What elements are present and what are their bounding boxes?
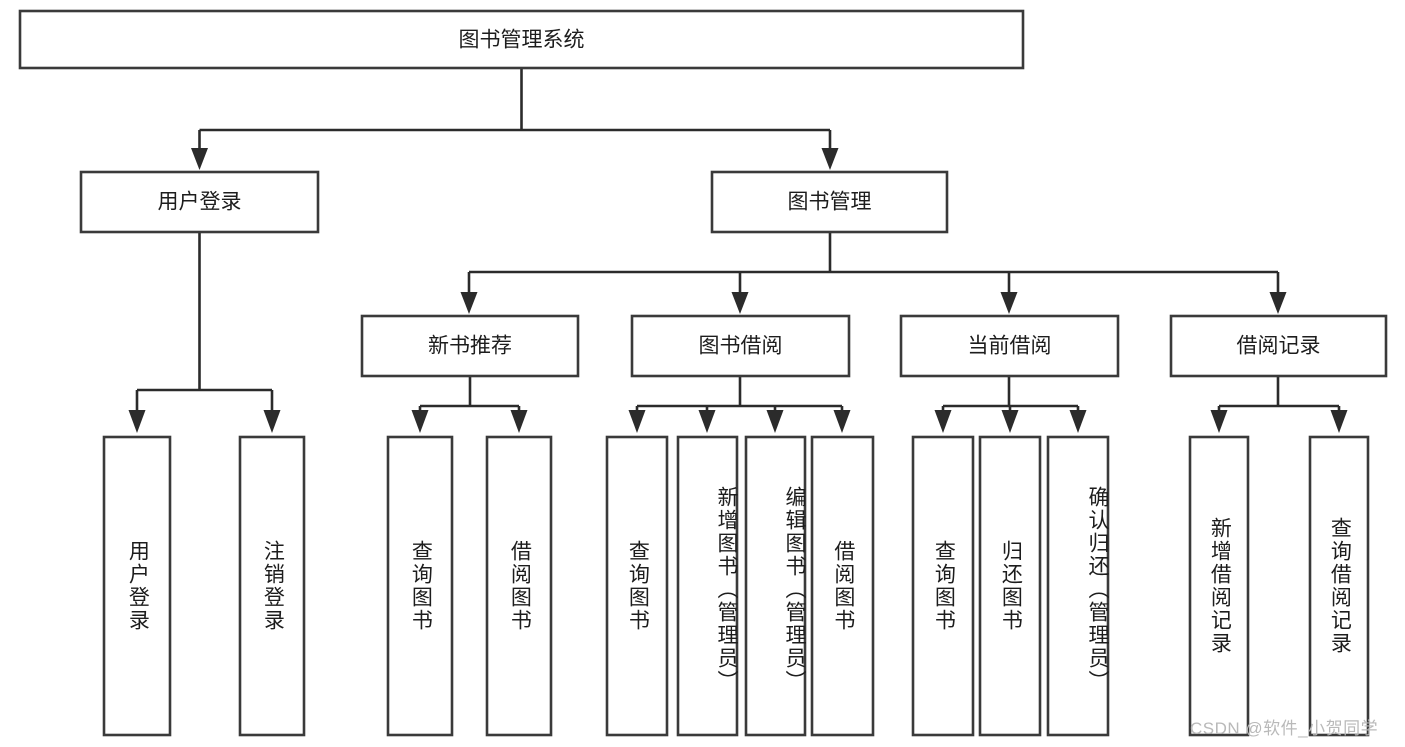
- arrow-newbook-to-query: [411, 410, 429, 433]
- arrow-borrow-to-edit: [766, 410, 784, 433]
- csdn-watermark: CSDN @软件_小贺同学: [1190, 719, 1379, 738]
- arrow-userlogin-to-leaf-login: [128, 410, 146, 433]
- leaf-box-query-book-current[interactable]: [911, 435, 975, 737]
- node-borrow-records-label: 借阅记录: [1237, 335, 1321, 358]
- node-new-book-recommend-label: 新书推荐: [428, 335, 512, 358]
- arrow-bookmgmt-to-newbook: [460, 292, 478, 314]
- arrow-borrow-to-borrowbook: [833, 410, 851, 433]
- arrow-bookmgmt-to-records: [1269, 292, 1287, 314]
- arrow-bookmgmt-to-borrow: [731, 292, 749, 314]
- arrow-newbook-to-borrow: [510, 410, 528, 433]
- node-book-borrow-box[interactable]: [630, 314, 851, 378]
- node-current-borrow-label: 当前借阅: [968, 335, 1052, 358]
- node-user-login-box[interactable]: [79, 170, 320, 234]
- arrow-borrow-to-add: [698, 410, 716, 433]
- leaf-box-borrow-book[interactable]: [810, 435, 875, 737]
- arrow-records-to-query: [1330, 410, 1348, 433]
- node-current-borrow-box[interactable]: [899, 314, 1120, 378]
- arrow-current-to-query: [934, 410, 952, 433]
- arrow-current-to-confirm: [1069, 410, 1087, 433]
- leaf-box-confirm-return-admin[interactable]: [1046, 435, 1110, 737]
- node-user-login-label: 用户登录: [158, 191, 242, 214]
- node-root-box[interactable]: [18, 9, 1025, 70]
- leaf-box-query-book-newrec[interactable]: [386, 435, 454, 737]
- node-root-label: 图书管理系统: [459, 29, 585, 52]
- leaf-box-user-login[interactable]: [102, 435, 172, 737]
- arrow-records-to-add: [1210, 410, 1228, 433]
- node-new-book-recommend-box[interactable]: [360, 314, 580, 378]
- leaf-box-add-book-admin[interactable]: [676, 435, 739, 737]
- arrow-root-to-user-login: [191, 148, 208, 170]
- leaf-box-user-logout[interactable]: [238, 435, 306, 737]
- node-book-management-label: 图书管理: [788, 191, 872, 214]
- node-borrow-records-box[interactable]: [1169, 314, 1388, 378]
- node-book-management-box[interactable]: [710, 170, 949, 234]
- arrow-borrow-to-query: [628, 410, 646, 433]
- edges-layer: [128, 68, 1348, 433]
- arrow-root-to-book-mgmt: [821, 148, 839, 170]
- leaf-box-query-borrow-record[interactable]: [1308, 435, 1370, 737]
- leaf-box-query-book-borrow[interactable]: [605, 435, 669, 737]
- leaf-box-edit-book-admin[interactable]: [744, 435, 807, 737]
- arrow-userlogin-to-leaf-logout: [263, 410, 281, 433]
- arrow-current-to-return: [1001, 410, 1019, 433]
- node-book-borrow-label: 图书借阅: [699, 335, 783, 358]
- leaf-box-borrow-book-newrec[interactable]: [485, 435, 553, 737]
- nodes-layer: 图书管理系统 用户登录 图书管理 新书推荐 图书借阅 当前借阅 借阅记录: [18, 9, 1388, 737]
- leaf-box-return-book[interactable]: [978, 435, 1042, 737]
- leaf-box-add-borrow-record[interactable]: [1188, 435, 1250, 737]
- arrow-bookmgmt-to-current: [1000, 292, 1018, 314]
